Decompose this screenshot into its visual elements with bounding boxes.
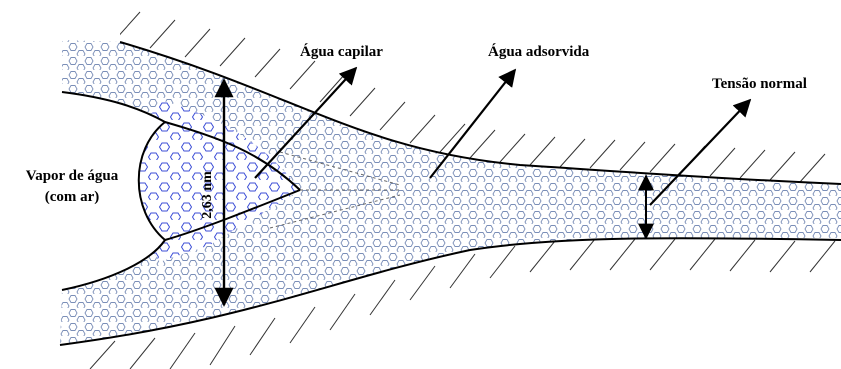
- vapor-region: [0, 92, 165, 290]
- normal-stress-pointer: [649, 98, 752, 206]
- vapor-label-line2: (com ar): [45, 189, 100, 205]
- lower-solid-hatching: [89, 238, 836, 369]
- dashed-guide-upper: [279, 151, 401, 186]
- adsorbed-water-label: Água adsorvida: [488, 43, 590, 60]
- vapor-label-line1: Vapor de água: [26, 168, 119, 184]
- dashed-guide-lower: [269, 194, 401, 229]
- capillary-water-pointer: [254, 66, 358, 179]
- lower-film-boundary: [61, 189, 301, 291]
- upper-film-boundary: [61, 91, 301, 191]
- meniscus-line: [137, 121, 166, 241]
- capillary-water-label: Água capilar: [300, 43, 383, 60]
- upper-surface-line: [119, 41, 841, 185]
- gap-dimension-label: 2,63 nm: [200, 171, 215, 219]
- adsorbed-water-region: [60, 40, 841, 345]
- normal-stress-label: Tensão normal: [712, 76, 807, 92]
- lower-surface-line: [59, 237, 841, 346]
- upper-solid-hatching: [114, 11, 826, 183]
- adsorbed-water-pointer: [429, 68, 517, 179]
